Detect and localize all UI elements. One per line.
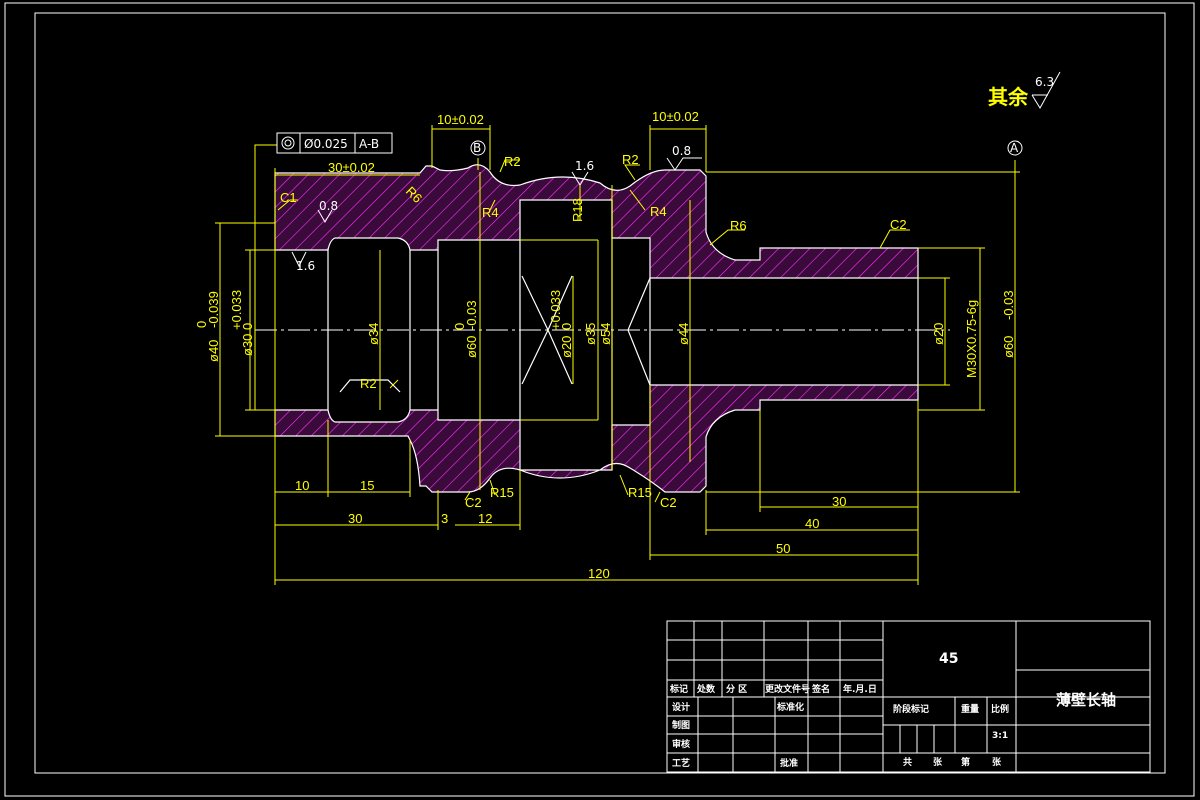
title-block — [666, 620, 1151, 773]
roughness-08a: 0.8 — [319, 199, 338, 213]
radius-r15a: R15 — [490, 485, 514, 500]
radius-r2a: R2 — [504, 154, 521, 169]
dim-phi20a: ø20 — [559, 336, 574, 358]
dim-phi54: ø54 — [598, 323, 613, 345]
datum-b-label: B — [473, 141, 481, 155]
radius-r2b: R2 — [622, 152, 639, 167]
concentricity-icon — [281, 136, 295, 150]
datum-a-label: A — [1010, 141, 1019, 155]
roughness-values: 0.8 1.6 1.6 0.8 — [296, 144, 691, 273]
scale-label: 比例 — [991, 703, 1009, 715]
datum-markers: B A — [470, 140, 1023, 156]
dim-phi60b-tol-lower: -0.03 — [1001, 290, 1016, 320]
material-value: 45 — [939, 651, 958, 667]
radius-r2c: R2 — [360, 376, 377, 391]
dim-phi60b: ø60 — [1001, 336, 1016, 358]
header-cell-sign: 签名 — [811, 683, 830, 695]
dim-phi40-tol-lower: -0.039 — [206, 291, 221, 328]
chamfer-c2-mid: C2 — [660, 495, 677, 510]
dim-50: 50 — [776, 541, 790, 556]
roughness-note-label: 其余 — [988, 85, 1029, 109]
chamfer-labels: C1 C2 C2 C2 — [280, 190, 907, 510]
dim-10: 10 — [295, 478, 309, 493]
scale-value: 3:1 — [992, 731, 1008, 741]
dim-30a: 30 — [348, 511, 362, 526]
dim-10-right: 10±0.02 — [652, 109, 699, 124]
chamfer-c2-left: C2 — [465, 495, 482, 510]
weight-label: 重量 — [961, 703, 979, 715]
dim-30b: 30 — [832, 494, 846, 509]
header-cell-count: 处数 — [696, 683, 716, 695]
sheet-total: 共 — [903, 756, 912, 768]
dimension-lines — [215, 125, 1020, 585]
dim-phi60a-tol-upper: 0 — [452, 323, 467, 330]
row-drawing: 制图 — [672, 719, 690, 731]
header-cell-date: 年.月.日 — [843, 683, 877, 695]
dim-m30-thread: M30X0.75-6g — [964, 300, 979, 378]
dim-12: 12 — [478, 511, 492, 526]
roughness-symbols — [291, 71, 1061, 268]
dim-phi20a-tol-lower: 0 — [559, 323, 574, 330]
sheet-unit-2: 张 — [992, 756, 1002, 768]
dim-phi40: ø40 — [206, 340, 221, 362]
radius-r4b: R4 — [650, 204, 667, 219]
stage-mark-label: 阶段标记 — [893, 703, 929, 715]
dimension-texts: 10±0.02 10±0.02 30±0.02 ø40 0 -0.039 ø30… — [194, 109, 1016, 581]
dim-phi44: ø44 — [676, 323, 691, 345]
roughness-note-value: 6.3 — [1035, 75, 1054, 89]
row-standardization: 标准化 — [776, 701, 804, 713]
geometric-tolerance-frame: Ø0.025 A-B — [276, 132, 393, 154]
tolerance-value: Ø0.025 — [304, 137, 348, 151]
row-approve: 批准 — [780, 757, 798, 769]
dim-phi20a-tol-upper: +0.033 — [548, 290, 563, 330]
header-cell-mark: 标记 — [669, 683, 688, 695]
tolerance-datum: A-B — [359, 137, 379, 151]
dim-phi30-tol-lower: 0 — [240, 323, 255, 330]
roughness-16b: 1.6 — [575, 159, 594, 173]
dim-phi20b: ø20 — [931, 323, 946, 345]
dim-30-tol: 30±0.02 — [328, 160, 375, 175]
header-cell-zone: 分 区 — [726, 683, 747, 695]
chamfer-c2-right: C2 — [890, 217, 907, 232]
part-name: 薄壁长轴 — [1056, 691, 1116, 709]
radius-labels: R6 R2 R4 R18 R2 R4 R6 R2 R15 R15 — [360, 152, 747, 500]
radius-r18: R18 — [570, 198, 585, 222]
header-cell-change-doc: 更改文件号 — [765, 683, 810, 695]
sheet-unit-1: 张 — [933, 756, 943, 768]
outer-border — [4, 2, 1195, 797]
dim-phi60a: ø60 — [464, 336, 479, 358]
dim-phi34: ø34 — [366, 323, 381, 345]
dim-phi35: ø35 — [583, 323, 598, 345]
radius-r15b: R15 — [628, 485, 652, 500]
roughness-16a: 1.6 — [296, 259, 315, 273]
roughness-08b: 0.8 — [672, 144, 691, 158]
dim-phi40-tol-upper: 0 — [194, 321, 209, 328]
part-section-lower — [274, 384, 919, 493]
dim-10-left: 10±0.02 — [437, 112, 484, 127]
dim-phi60a-tol-lower: -0.03 — [464, 300, 479, 330]
dim-15: 15 — [360, 478, 374, 493]
dim-phi30-tol-upper: +0.033 — [229, 290, 244, 330]
title-block-text: 45 薄壁长轴 标记 处数 分 区 更改文件号 签名 年.月.日 设计 标准化 … — [669, 651, 1116, 769]
dim-phi30: ø30 — [240, 334, 255, 356]
dim-120: 120 — [588, 566, 610, 581]
row-design: 设计 — [672, 701, 690, 713]
part-section-upper — [274, 164, 919, 279]
radius-r6b: R6 — [730, 218, 747, 233]
sheet-nth: 第 — [961, 756, 970, 768]
radius-r4a: R4 — [482, 205, 499, 220]
inner-border — [34, 12, 1166, 774]
row-process: 工艺 — [672, 757, 690, 769]
chamfer-c1: C1 — [280, 190, 297, 205]
dim-40: 40 — [805, 516, 819, 531]
dim-3: 3 — [441, 511, 448, 526]
row-review: 审核 — [672, 738, 690, 750]
